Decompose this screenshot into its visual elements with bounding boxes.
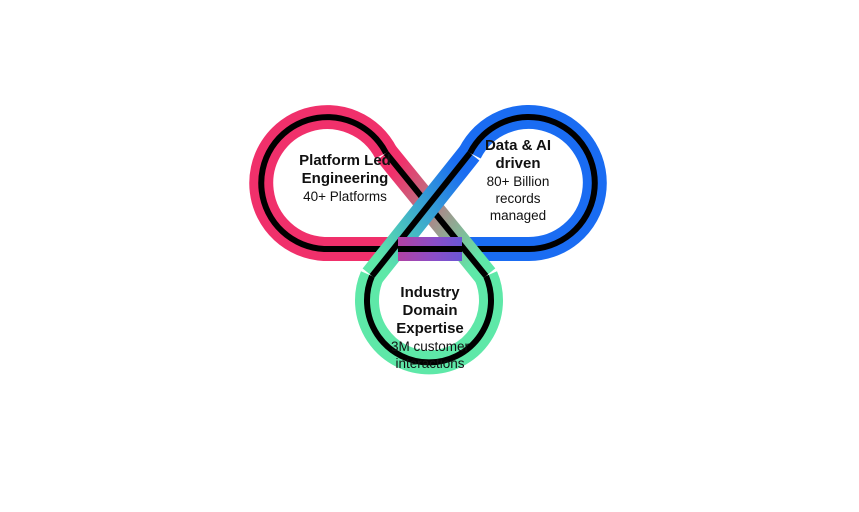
- platform-label: Platform Led Engineering 40+ Platforms: [270, 152, 420, 205]
- diagonal-band-blue-green: [362, 145, 480, 284]
- platform-lobe: [249, 105, 400, 261]
- data-subtitle: 80+ Billion records managed: [486, 174, 550, 223]
- industry-title: Industry Domain Expertise: [396, 284, 464, 337]
- industry-lobe: [355, 271, 503, 375]
- data-lobe: [459, 105, 607, 262]
- industry-subtitle: 3M customer interactions: [390, 339, 470, 371]
- platform-subtitle: 40+ Platforms: [303, 189, 387, 204]
- platform-title: Platform Led Engineering: [299, 152, 391, 187]
- data-title: Data & AI driven: [484, 137, 552, 172]
- data-label: Data & AI driven 80+ Billion records man…: [458, 137, 578, 224]
- industry-label: Industry Domain Expertise 3M customer in…: [362, 284, 498, 372]
